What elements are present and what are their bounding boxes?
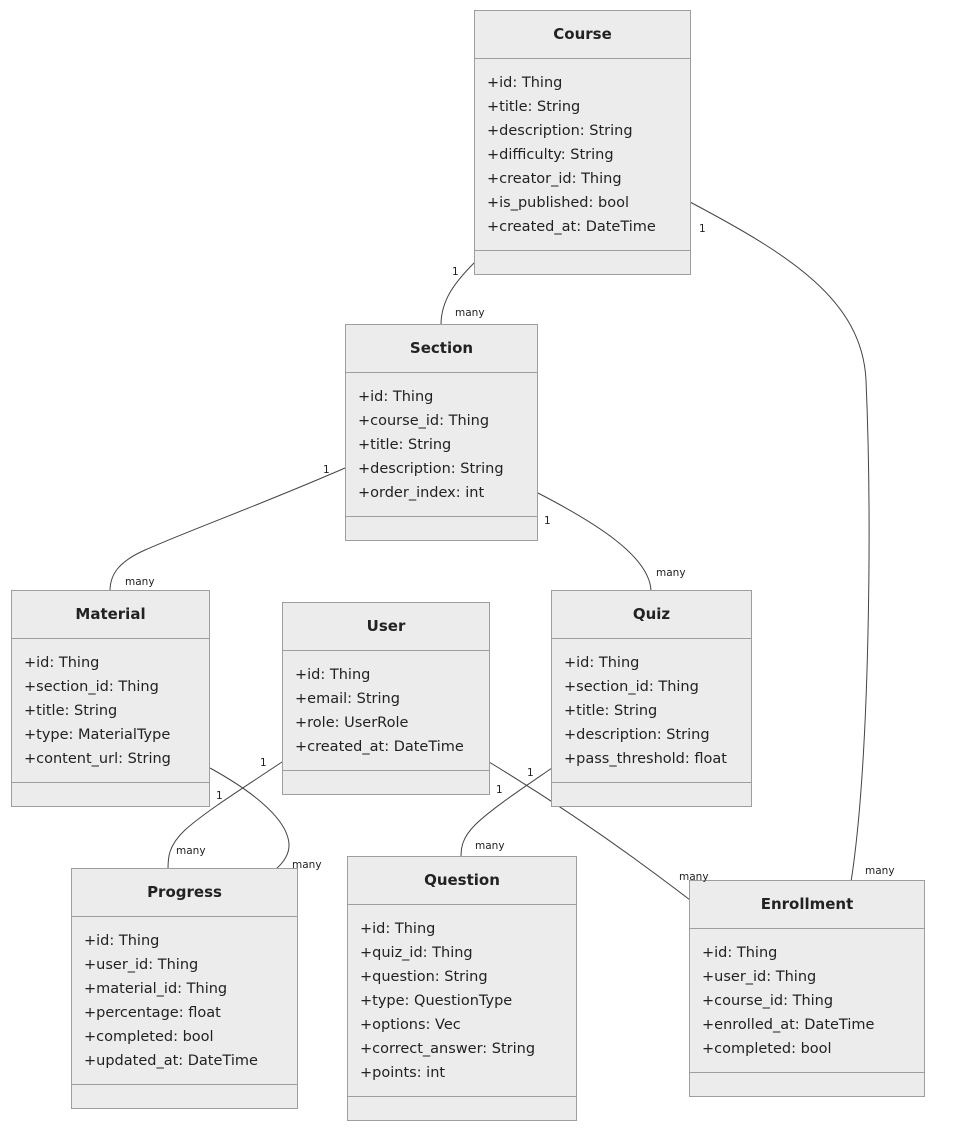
attribute: +email: String (295, 691, 400, 707)
multiplicity-label: 1 (323, 464, 330, 476)
relation-line-user-progress (167, 761, 283, 870)
attribute: +completed: bool (702, 1041, 832, 1057)
multiplicity-label: many (865, 865, 895, 877)
class-material[interactable]: Material +id: Thing +section_id: Thing +… (11, 590, 210, 807)
attribute: +title: String (564, 703, 658, 719)
attribute: +course_id: Thing (358, 413, 490, 429)
attribute: +percentage: float (84, 1005, 221, 1021)
multiplicity-label: 1 (260, 757, 267, 769)
attribute: +id: Thing (564, 655, 640, 671)
attribute: +title: String (487, 99, 581, 115)
attribute: +title: String (24, 703, 118, 719)
class-question-title: Question (348, 857, 576, 905)
attribute: +description: String (487, 123, 633, 139)
attribute: +completed: bool (84, 1029, 214, 1045)
class-enrollment[interactable]: Enrollment +id: Thing +user_id: Thing +c… (689, 880, 925, 1097)
attribute: +id: Thing (295, 667, 371, 683)
multiplicity-label: many (176, 845, 206, 857)
attribute: +enrolled_at: DateTime (702, 1017, 875, 1033)
multiplicity-label: many (656, 567, 686, 579)
attribute: +points: int (360, 1065, 446, 1081)
attribute: +type: MaterialType (24, 727, 171, 743)
attribute: +material_id: Thing (84, 981, 228, 997)
relation-line-user-enrollment (488, 761, 691, 901)
relation-line-course-enrollment (689, 201, 870, 883)
class-course-attributes: +id: Thing +title: String +description: … (475, 59, 690, 251)
multiplicity-label: many (475, 840, 505, 852)
multiplicity-label: many (455, 307, 485, 319)
attribute: +content_url: String (24, 751, 171, 767)
class-quiz-attributes: +id: Thing +section_id: Thing +title: St… (552, 639, 751, 783)
multiplicity-label: 1 (216, 790, 223, 802)
attribute: +type: QuestionType (360, 993, 513, 1009)
class-quiz-title: Quiz (552, 591, 751, 639)
attribute: +is_published: bool (487, 195, 629, 211)
class-question-attributes: +id: Thing +quiz_id: Thing +question: St… (348, 905, 576, 1097)
attribute: +question: String (360, 969, 488, 985)
class-progress[interactable]: Progress +id: Thing +user_id: Thing +mat… (71, 868, 298, 1109)
class-user-attributes: +id: Thing +email: String +role: UserRol… (283, 651, 489, 771)
attribute: +id: Thing (358, 389, 434, 405)
attribute: +course_id: Thing (702, 993, 834, 1009)
attribute: +id: Thing (702, 945, 778, 961)
relation-line-material-progress (209, 767, 290, 870)
multiplicity-label: 1 (544, 515, 551, 527)
attribute: +description: String (564, 727, 710, 743)
attribute: +correct_answer: String (360, 1041, 536, 1057)
attribute: +creator_id: Thing (487, 171, 622, 187)
attribute: +difficulty: String (487, 147, 614, 163)
multiplicity-label: 1 (527, 767, 534, 779)
attribute: +order_index: int (358, 485, 485, 501)
relation-line-course-section (440, 261, 476, 326)
class-progress-title: Progress (72, 869, 297, 917)
attribute: +quiz_id: Thing (360, 945, 473, 961)
relation-line-section-material (109, 467, 346, 592)
attribute: +section_id: Thing (564, 679, 699, 695)
attribute: +pass_threshold: float (564, 751, 727, 767)
attribute: +user_id: Thing (84, 957, 199, 973)
class-quiz[interactable]: Quiz +id: Thing +section_id: Thing +titl… (551, 590, 752, 807)
relation-line-section-quiz (537, 492, 652, 592)
multiplicity-label: 1 (452, 266, 459, 278)
multiplicity-label: many (679, 871, 709, 883)
class-course-title: Course (475, 11, 690, 59)
attribute: +role: UserRole (295, 715, 409, 731)
attribute: +id: Thing (487, 75, 563, 91)
attribute: +id: Thing (24, 655, 100, 671)
class-section[interactable]: Section +id: Thing +course_id: Thing +ti… (345, 324, 538, 541)
class-progress-attributes: +id: Thing +user_id: Thing +material_id:… (72, 917, 297, 1085)
class-user[interactable]: User +id: Thing +email: String +role: Us… (282, 602, 490, 795)
multiplicity-label: many (125, 576, 155, 588)
attribute: +created_at: DateTime (295, 739, 464, 755)
attribute: +section_id: Thing (24, 679, 159, 695)
class-material-attributes: +id: Thing +section_id: Thing +title: St… (12, 639, 209, 783)
attribute: +options: Vec (360, 1017, 461, 1033)
class-material-title: Material (12, 591, 209, 639)
class-enrollment-attributes: +id: Thing +user_id: Thing +course_id: T… (690, 929, 924, 1073)
attribute: +updated_at: DateTime (84, 1053, 258, 1069)
attribute: +description: String (358, 461, 504, 477)
multiplicity-label: 1 (496, 784, 503, 796)
class-section-attributes: +id: Thing +course_id: Thing +title: Str… (346, 373, 537, 517)
multiplicity-label: many (292, 859, 322, 871)
class-question[interactable]: Question +id: Thing +quiz_id: Thing +que… (347, 856, 577, 1121)
class-course[interactable]: Course +id: Thing +title: String +descri… (474, 10, 691, 275)
class-section-title: Section (346, 325, 537, 373)
class-user-title: User (283, 603, 489, 651)
attribute: +title: String (358, 437, 452, 453)
attribute: +created_at: DateTime (487, 219, 656, 235)
attribute: +user_id: Thing (702, 969, 817, 985)
multiplicity-label: 1 (699, 223, 706, 235)
attribute: +id: Thing (360, 921, 436, 937)
attribute: +id: Thing (84, 933, 160, 949)
class-enrollment-title: Enrollment (690, 881, 924, 929)
